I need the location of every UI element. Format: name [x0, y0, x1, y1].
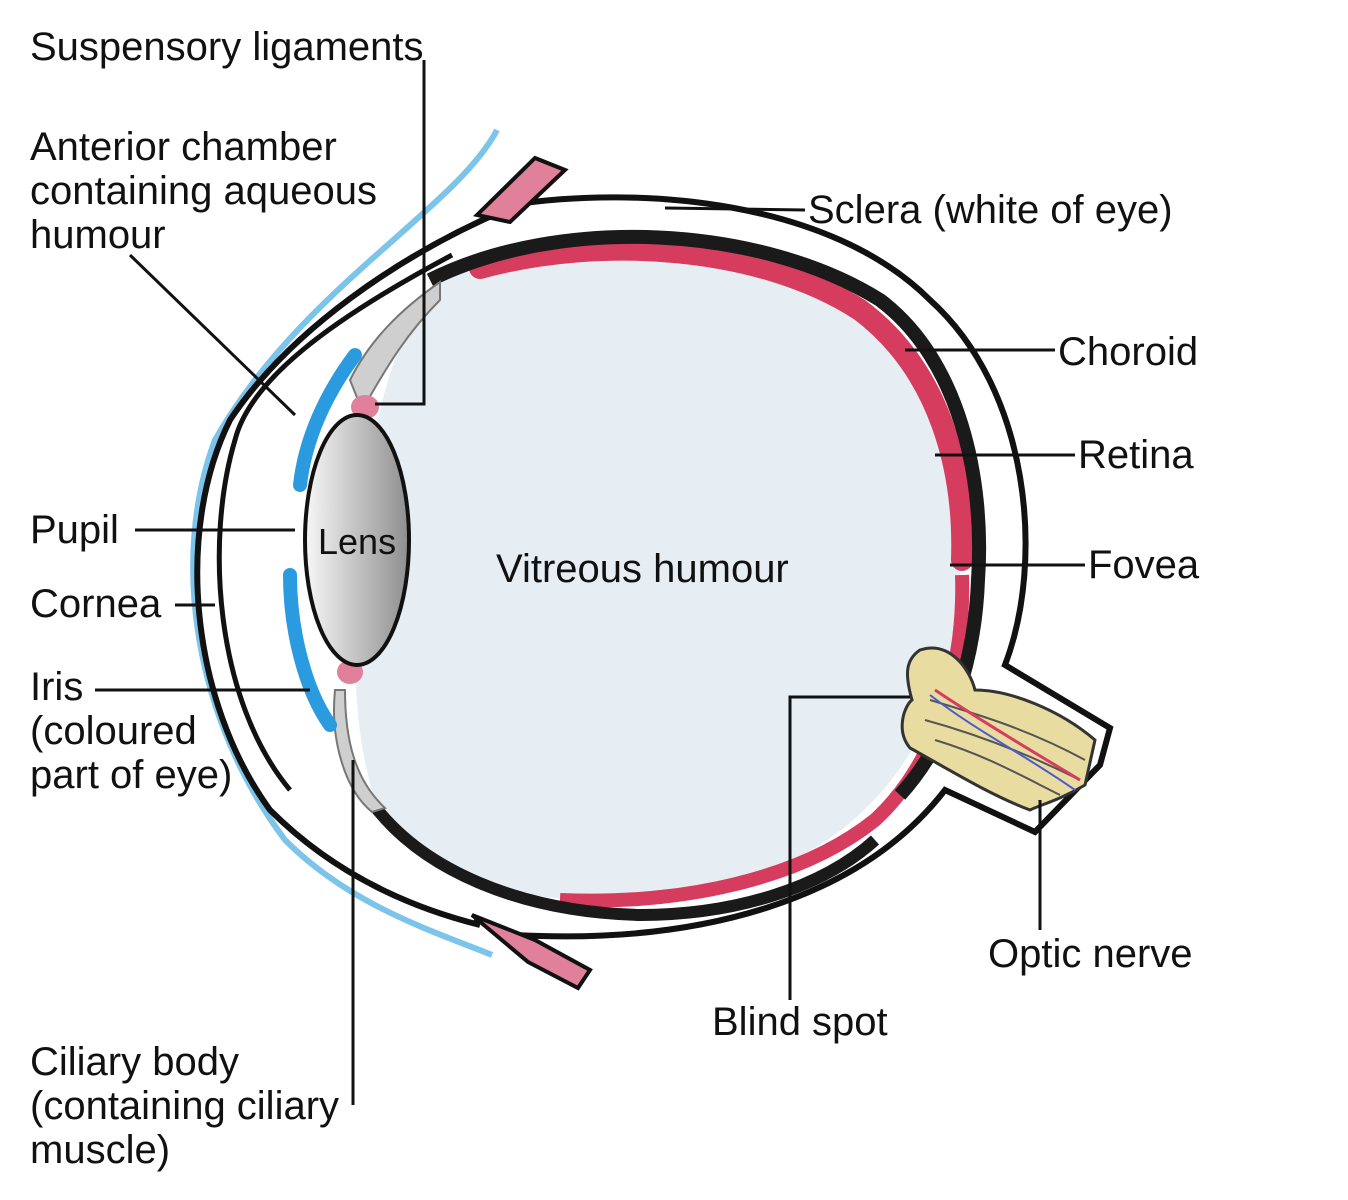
label-ciliary-line-3: muscle) — [30, 1128, 171, 1172]
vitreous-body — [355, 243, 961, 901]
leader-anterior — [128, 253, 297, 417]
ligament-attachment-upper — [351, 395, 379, 419]
leader-suspensory — [375, 60, 426, 406]
label-anterior-line-1: Anterior chamber — [30, 125, 337, 169]
label-lens: Lens — [318, 521, 397, 562]
label-cornea: Cornea — [30, 582, 162, 626]
retina-layer — [469, 238, 974, 571]
label-retina: Retina — [1078, 433, 1194, 477]
label-iris-line-3: part of eye) — [30, 753, 233, 797]
leader-sclera — [664, 206, 806, 212]
iris-lower — [283, 568, 337, 732]
label-optic-nerve: Optic nerve — [988, 932, 1193, 976]
label-pupil: Pupil — [30, 508, 119, 552]
lower-eyelid-strip — [470, 913, 593, 991]
upper-eyelid-strip — [472, 155, 569, 225]
label-blind-spot: Blind spot — [712, 1000, 888, 1044]
label-ciliary-body: Ciliary body (containing ciliary muscle) — [30, 1040, 410, 1172]
iris-upper — [293, 348, 362, 492]
retinal-blood-vessel — [934, 688, 1081, 782]
sclera-outline — [473, 194, 1114, 940]
cornea-curve-outer — [194, 207, 507, 928]
label-iris-line-2: (coloured — [30, 709, 197, 753]
optic-nerve-fibers — [924, 699, 1086, 796]
label-anterior-line-2: containing aqueous — [30, 169, 377, 213]
label-sclera: Sclera (white of eye) — [808, 188, 1173, 232]
label-anterior-chamber: Anterior chamber containing aqueous humo… — [30, 125, 430, 257]
label-anterior-line-3: humour — [30, 213, 166, 257]
choroid-layer-lower — [365, 796, 880, 922]
label-ciliary-line-2: (containing ciliary — [30, 1084, 340, 1128]
label-suspensory-ligaments: Suspensory ligaments — [30, 25, 424, 69]
label-ciliary-line-1: Ciliary body — [30, 1040, 239, 1084]
cornea-curve-inner — [216, 252, 454, 792]
label-vitreous-humour: Vitreous humour — [496, 547, 789, 591]
cornea-outer-curve — [190, 128, 500, 958]
label-fovea: Fovea — [1088, 543, 1200, 587]
lens-shape — [303, 413, 411, 667]
leader-blind-spot — [788, 695, 910, 1000]
label-choroid: Choroid — [1058, 330, 1199, 374]
label-iris: Iris (coloured part of eye) — [30, 665, 290, 797]
label-iris-line-1: Iris — [30, 665, 84, 709]
retinal-vein — [929, 694, 1076, 791]
